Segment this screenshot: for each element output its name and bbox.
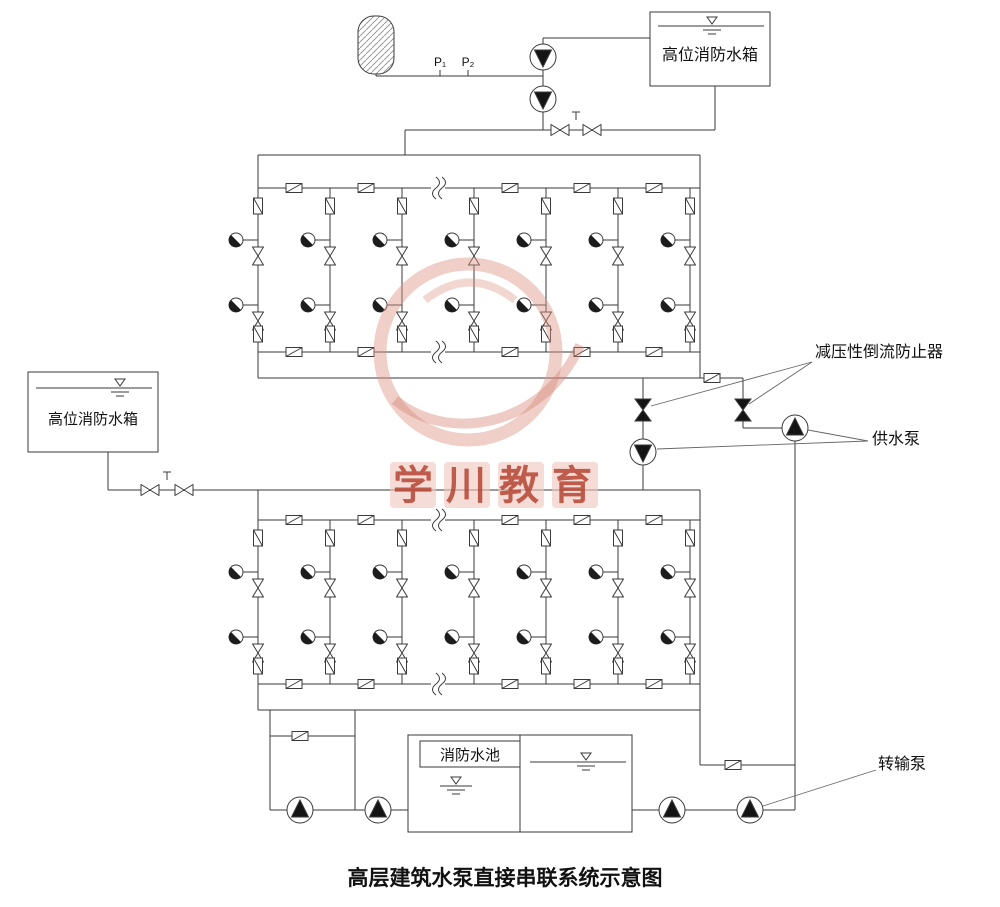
transfer-pump-icon [658,796,686,824]
pool-label-box [419,740,521,768]
supply-pump-label: 供水泵 [872,430,920,448]
piping-network [27,11,809,833]
supply-pump-icon [629,438,657,466]
valve-stem-icon [571,111,581,121]
check-valve-icon [703,373,721,383]
valve-icon [550,124,570,136]
gauge-p1-label: P₁ [434,55,446,69]
valve-stem-icon [162,471,172,481]
check-valve-icon [291,731,309,741]
top-tank [649,11,771,87]
transfer-pump-icon [736,796,764,824]
watermark: 学川教育 [373,257,605,508]
leader-lines [650,361,877,807]
valve-icon [140,484,160,496]
watermark-text: 学川教育 [393,464,605,508]
check-valve-icon [724,760,742,770]
fire-pump-icon [364,796,392,824]
supply-pump-icon [781,414,809,442]
watermark-swoosh [391,342,585,429]
top-tank-label: 高位消防水箱 [662,46,758,64]
watermark-ring [373,257,563,447]
valve-icon [174,484,194,496]
labels: P₁ P₂ 高位消防水箱 高位消防水箱 减压性倒流防止器 供水泵 转输泵 消防水… [48,46,943,890]
valve-icon [582,124,602,136]
backflow-preventer-icon [634,398,652,422]
left-tank [27,371,159,453]
diagram-title: 高层建筑水泵直接串联系统示意图 [348,866,663,890]
left-tank-label: 高位消防水箱 [48,411,138,428]
gauge-p2-label: P₂ [462,55,475,69]
backflow-preventer-icon [734,398,752,422]
circulation-pump-icon [529,85,557,113]
fire-pump-icon [286,796,314,824]
watermark-text-boxes [390,462,598,508]
lower-zone [229,509,700,695]
watermark-arc [422,278,518,304]
pressure-vessel [357,15,395,75]
transfer-pump-label: 转输泵 [878,755,926,773]
backflow-preventer-label: 减压性倒流防止器 [815,343,943,361]
pool-label: 消防水池 [440,747,500,764]
circulation-pump-icon [529,43,557,71]
